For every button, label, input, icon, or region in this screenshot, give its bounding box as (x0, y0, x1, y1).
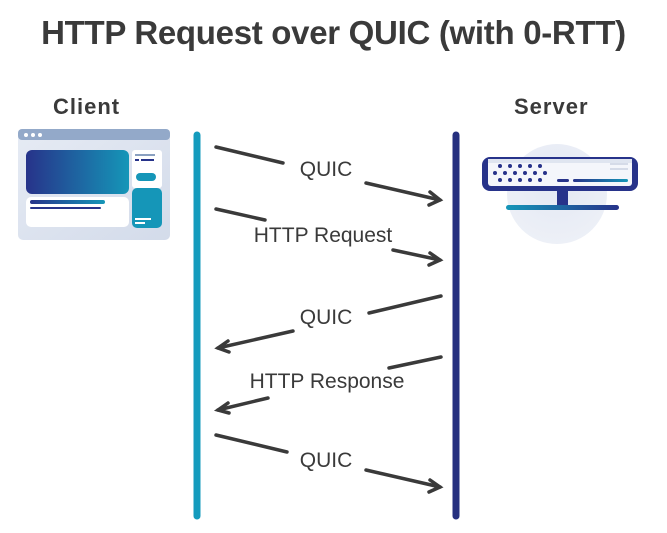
diagram-title: HTTP Request over QUIC (with 0-RTT) (41, 14, 626, 51)
message-arrow-2 (214, 207, 444, 267)
message-label-2: HTTP Request (253, 224, 393, 247)
message-arrow-4 (213, 355, 443, 415)
server-label: Server (514, 94, 589, 119)
message-arrow-5 (214, 433, 444, 494)
message-arrow-3 (214, 294, 443, 354)
message-arrow-1 (214, 145, 444, 207)
message-label-5: QUIC (299, 449, 353, 472)
browser-window-icon (18, 129, 170, 240)
client-label: Client (53, 94, 121, 119)
message-label-4: HTTP Response (249, 370, 405, 393)
message-label-1: QUIC (299, 158, 353, 181)
server-icon (482, 144, 638, 244)
message-label-3: QUIC (299, 306, 353, 329)
